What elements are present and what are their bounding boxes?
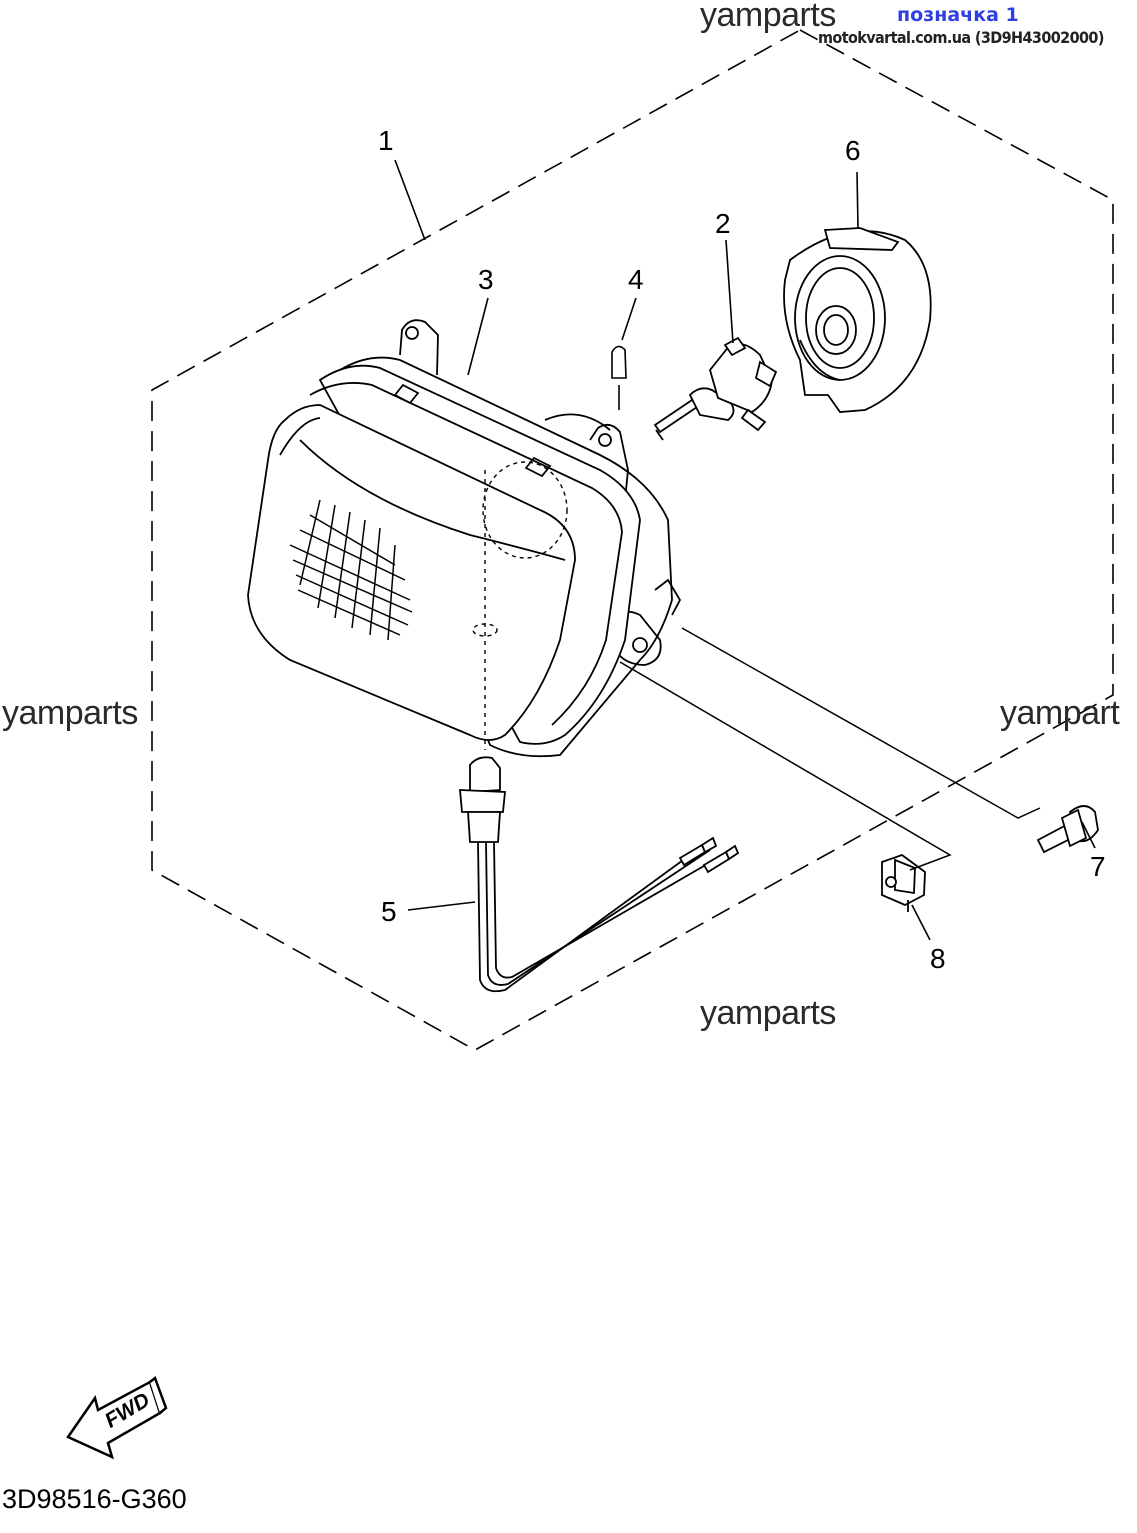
callout-4: 4 (628, 264, 644, 295)
callout-leaders (394, 159, 1096, 941)
mounting-screw (1036, 805, 1099, 854)
callout-2: 2 (715, 208, 731, 239)
header-label: позначка 1 (897, 4, 1019, 26)
callout-6: 6 (845, 135, 861, 166)
callout-7: 7 (1090, 851, 1106, 882)
callout-5: 5 (381, 896, 397, 927)
fwd-arrow (66, 1375, 168, 1460)
callout-8: 8 (930, 943, 946, 974)
watermark-right: yampart (1000, 694, 1120, 732)
nut-clip (881, 853, 926, 912)
position-bulb (611, 345, 627, 410)
headlight-assembly (247, 319, 682, 758)
watermark-left: yamparts (2, 694, 138, 732)
callout-3: 3 (478, 264, 494, 295)
watermark-top: yamparts (700, 0, 836, 34)
watermark-bottom: yamparts (700, 994, 836, 1032)
assembly-guide-lines (619, 627, 1041, 871)
assembly-boundary-dashed (151, 29, 1114, 1051)
socket-wire-harness (459, 756, 740, 993)
header-site: motokvartal.com.ua (3D9H43002000) (818, 28, 1104, 47)
diagram-code: 3D98516-G360 (2, 1484, 187, 1514)
headlight-bulb (653, 336, 778, 441)
socket-cover (783, 227, 932, 413)
callout-1: 1 (378, 125, 394, 156)
